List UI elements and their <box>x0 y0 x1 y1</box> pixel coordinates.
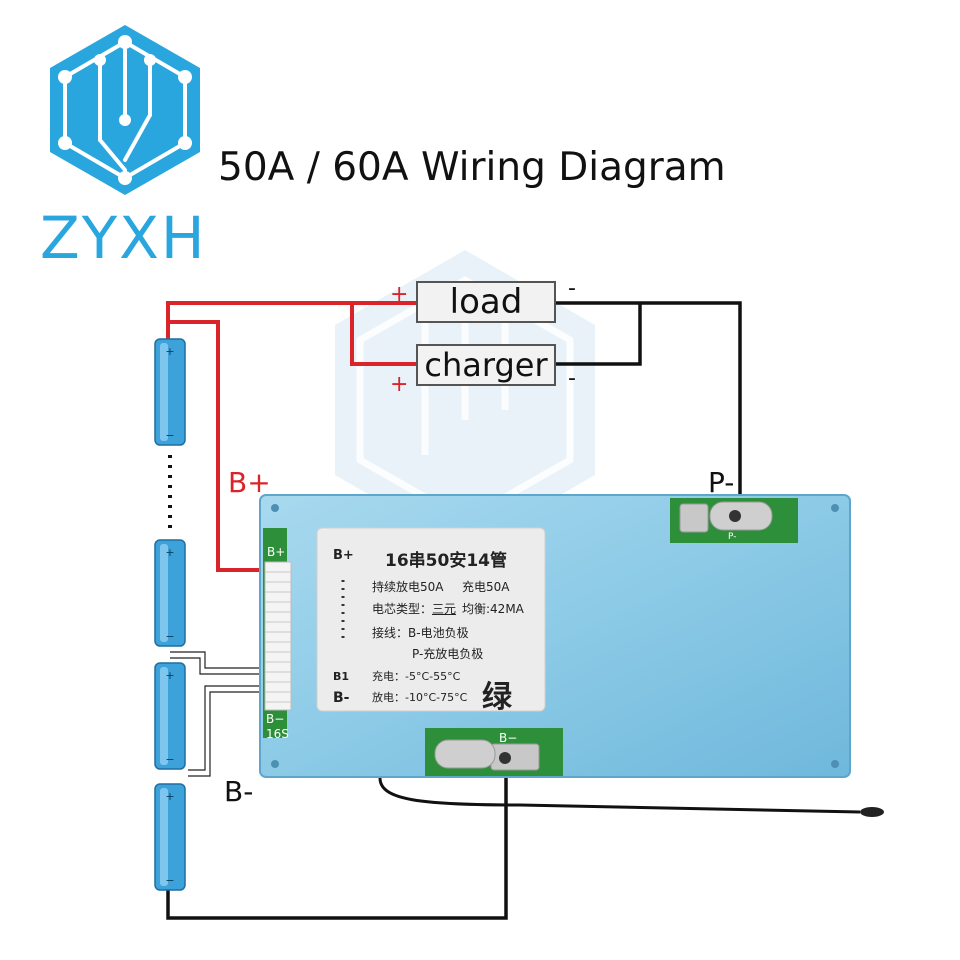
sticker-b-plus: B+ <box>333 548 354 563</box>
svg-text:−: − <box>165 429 174 442</box>
charger-minus-sign: - <box>568 366 576 391</box>
connector-count-label: 16S <box>266 727 289 741</box>
bottom-pad-label: B− <box>499 731 518 745</box>
svg-text:−: − <box>165 630 174 643</box>
svg-text:−: − <box>165 874 174 887</box>
load-minus-sign: - <box>568 276 576 301</box>
svg-text:+: + <box>165 669 174 682</box>
svg-text:+: + <box>165 345 174 358</box>
svg-text:−: − <box>165 753 174 766</box>
sticker-wiring-b: 接线：B-电池负极 <box>372 626 469 640</box>
svg-text:+: + <box>165 790 174 803</box>
sticker-wiring-p: P-充放电负极 <box>412 647 484 661</box>
sticker-cell-type-label: 电芯类型： <box>372 602 433 616</box>
top-pad-label: P- <box>728 532 737 542</box>
connector-top-label: B+ <box>267 545 286 559</box>
battery-cell: + − <box>154 539 186 647</box>
sticker-discharge: 持续放电50A <box>372 580 444 594</box>
b-plus-label: B+ <box>228 466 271 499</box>
sticker-discharge-temp: 放电：-10°C-75°C <box>372 691 468 704</box>
battery-cell: + − <box>154 783 186 891</box>
battery-cell: + − <box>154 338 186 446</box>
load-plus-sign: + <box>390 282 409 307</box>
diagram-title: 50A / 60A Wiring Diagram <box>218 145 726 190</box>
bms-board <box>259 494 851 778</box>
p-minus-label: P- <box>708 466 735 499</box>
sticker-charge-temp: 充电：-5°C-55°C <box>372 670 461 683</box>
sticker-charge: 充电50A <box>462 580 510 594</box>
connector-bottom-label: B− <box>266 712 285 726</box>
load-box: load <box>416 281 556 323</box>
sticker-b1: B1 <box>333 670 350 683</box>
charger-plus-sign: + <box>390 372 409 397</box>
charger-box: charger <box>416 344 556 386</box>
sticker-cell-type: 三元 <box>432 602 457 616</box>
brand-name: ZYXH <box>40 204 207 272</box>
svg-text:+: + <box>165 546 174 559</box>
sticker-balance: 均衡:42MA <box>462 602 524 616</box>
battery-cell: + − <box>154 662 186 770</box>
sticker-heading: 16串50安14管 <box>385 551 507 571</box>
brand-logo-icon <box>50 25 200 195</box>
sticker-b-minus: B- <box>333 690 350 706</box>
b-minus-label: B- <box>224 775 254 808</box>
sticker-mark: 绿 <box>482 680 512 715</box>
